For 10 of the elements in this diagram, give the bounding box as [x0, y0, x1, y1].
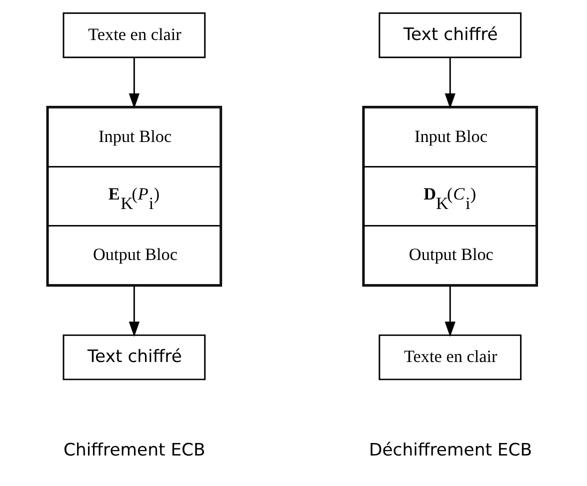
- node-box: Text chiffré: [62, 334, 206, 380]
- label: Chiffrement ECB: [63, 440, 205, 460]
- arrow: [128, 58, 140, 109]
- arrow: [128, 286, 140, 337]
- node-box: Texte en clair: [62, 12, 206, 58]
- arrow: [444, 58, 455, 109]
- arrow: [444, 286, 455, 337]
- label: Déchiffrement ECB: [368, 440, 532, 460]
- node-box: Texte en clair: [378, 334, 522, 380]
- node-box: Text chiffré: [378, 12, 522, 58]
